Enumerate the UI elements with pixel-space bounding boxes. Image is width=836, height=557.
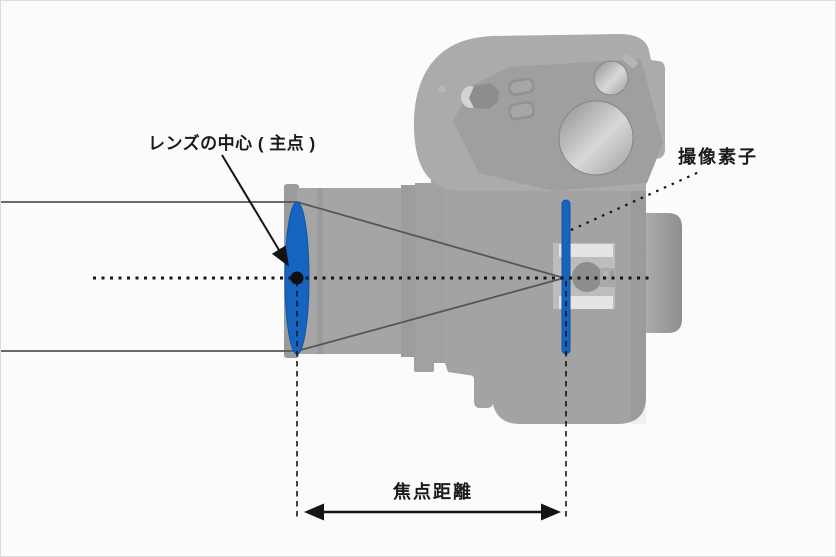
focal-length-label: 焦点距離 (393, 482, 473, 502)
power-dial (593, 60, 629, 96)
lens-barrel-seam (317, 188, 323, 354)
sensor-pointer-dotted-line (570, 170, 700, 232)
lens-barrel-collar (401, 185, 415, 357)
optics-overlay (1, 154, 700, 521)
lens-center-pointer-arrow (221, 154, 290, 267)
camera-illustration (284, 34, 682, 424)
principal-point-dot (290, 271, 304, 285)
shutter-button (469, 83, 499, 109)
power-lever (622, 54, 638, 68)
body-shade-band (631, 151, 646, 424)
image-sensor-label: 撮像素子 (678, 147, 758, 167)
lens-center-label: レンズの中心 ( 主点 ) (148, 134, 316, 153)
camera-body (431, 151, 646, 424)
top-plate-dot (438, 85, 446, 93)
camera-eyepiece-bump (646, 213, 682, 333)
lens-mount (415, 183, 445, 363)
focal-length-double-arrow (304, 503, 561, 521)
lens-mount-tab (414, 356, 434, 372)
top-buttons (508, 77, 535, 121)
mode-dial (558, 100, 634, 176)
